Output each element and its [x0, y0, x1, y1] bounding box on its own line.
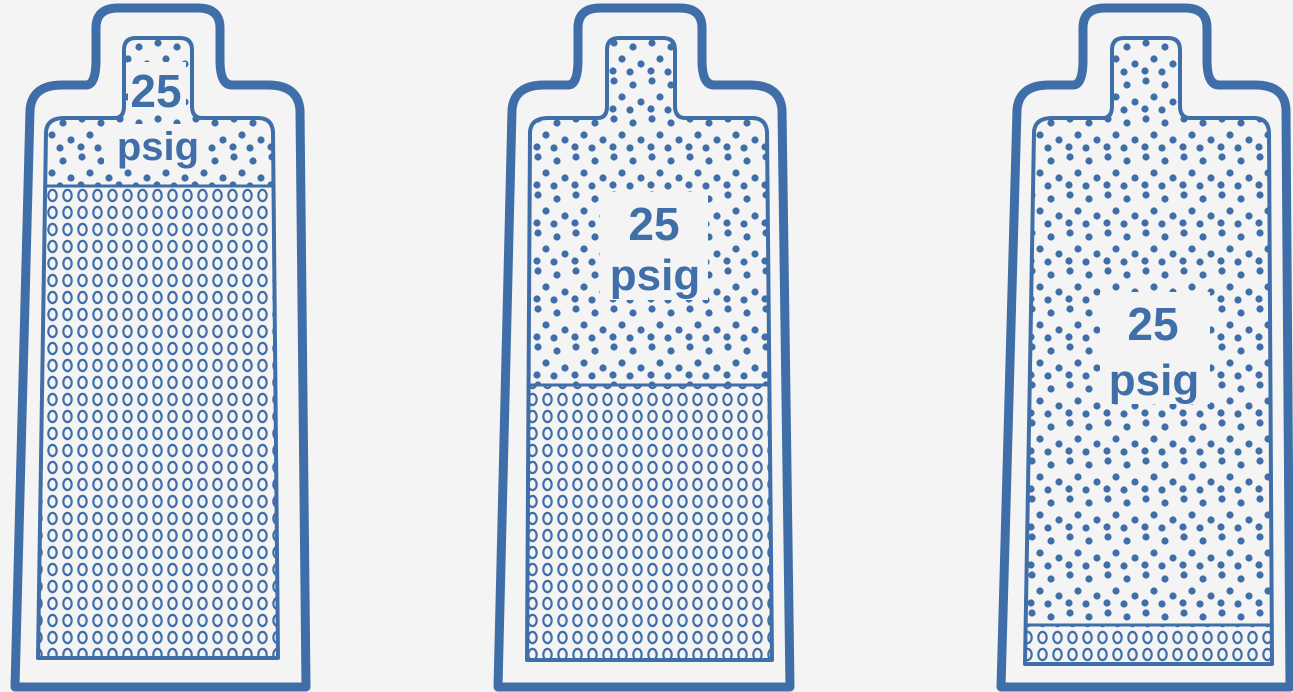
cylinder-left-pressure-unit: psig: [117, 125, 199, 169]
cylinder-left-liquid-region: [30, 186, 290, 666]
cylinder-middle-liquid-region: [520, 385, 780, 665]
cylinder-right: 25 psig: [1001, 8, 1290, 687]
cylinder-left-pressure-value: 25: [130, 65, 181, 117]
cylinder-middle-pressure-unit: psig: [610, 251, 700, 300]
cylinder-right-pressure-unit: psig: [1109, 356, 1199, 405]
cylinder-middle-pressure-value: 25: [628, 198, 679, 250]
cylinder-right-pressure-value: 25: [1127, 298, 1178, 350]
cylinder-left: 25 psig: [15, 8, 306, 687]
cylinder-middle: 25 psig: [498, 8, 790, 687]
